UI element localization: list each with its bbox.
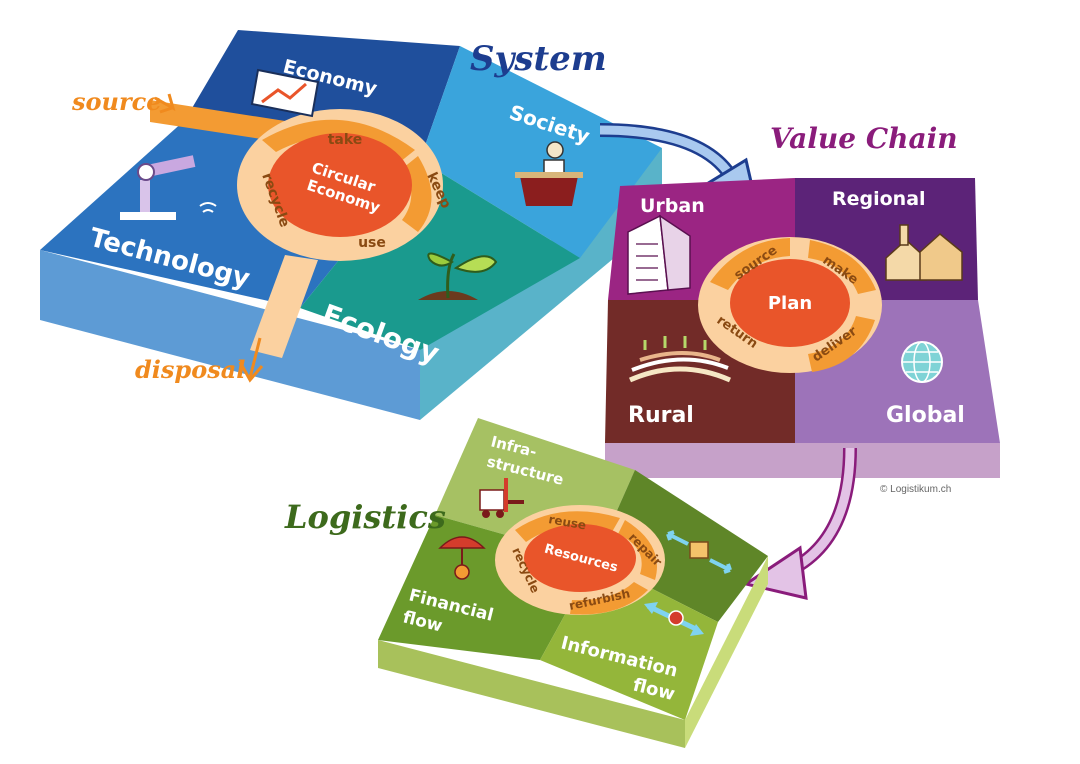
ring-refurbish-arc	[570, 582, 648, 615]
material-flow-tile	[595, 470, 768, 622]
source-arrow	[154, 93, 176, 114]
circular-economy-center	[268, 133, 412, 237]
copyright-notice: © Logistikum.ch	[880, 484, 951, 495]
forklift-icon	[479, 478, 524, 518]
logistics-block: reuse repair refurbish recycle Resources…	[284, 418, 768, 748]
logistics-right-side	[685, 556, 768, 748]
society-tile	[420, 46, 662, 258]
disposal-label: disposal	[135, 355, 245, 384]
umbrella-money-icon	[438, 536, 486, 580]
info-arrows-icon	[644, 602, 704, 636]
value-chain-front-side	[605, 443, 1000, 478]
globe-icon	[901, 341, 943, 383]
resources-center	[524, 524, 636, 592]
ring-make-arc	[808, 240, 876, 294]
ring-take-arc	[262, 119, 415, 162]
urban-label: Urban	[640, 195, 705, 217]
ring-source-arc	[710, 238, 790, 290]
value-chain-block: source make deliver return Plan Urban Re…	[605, 122, 1000, 495]
disposal-arrow	[238, 337, 264, 383]
rural-label: Rural	[628, 403, 694, 428]
package-arrows-icon	[666, 530, 732, 574]
system-title: System	[470, 39, 607, 79]
ring-repair-arc	[618, 520, 657, 580]
ring-label-take: take	[328, 132, 363, 148]
seedling-icon	[418, 252, 498, 300]
ecology-tile	[300, 160, 580, 350]
logistics-title: Logistics	[284, 498, 446, 536]
robot-arm-icon	[120, 155, 217, 220]
system-block: take keep use recycle Circular Economy E…	[40, 30, 662, 420]
plan-center	[730, 259, 850, 347]
speaker-podium-icon	[515, 141, 583, 206]
global-label: Global	[886, 403, 965, 428]
ring-label-reuse: reuse	[547, 512, 587, 532]
disposal-flow-band	[250, 255, 318, 358]
system-to-valuechain-arrow-fill	[599, 125, 734, 178]
regional-label: Regional	[832, 188, 926, 210]
plan-label: Plan	[768, 293, 812, 314]
farmland-icon	[628, 336, 732, 383]
logistics-front-side	[378, 640, 685, 748]
value-chain-title: Value Chain	[770, 122, 958, 155]
source-label: source	[71, 87, 162, 116]
ring-label-use: use	[358, 235, 386, 251]
system-front-side	[40, 250, 420, 420]
skyscraper-icon	[627, 214, 691, 295]
economy-chart-icon	[250, 68, 320, 118]
ring-deliver-arc	[808, 316, 875, 372]
village-icon	[885, 224, 963, 281]
